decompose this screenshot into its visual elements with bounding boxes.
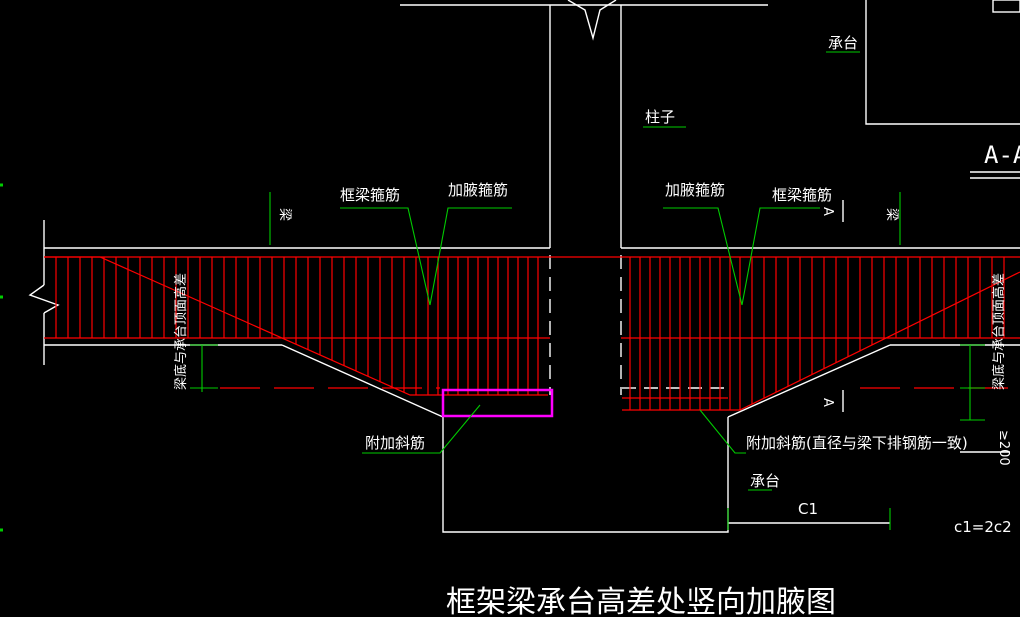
rebar-group	[44, 256, 1020, 411]
leader-fujia-left	[362, 404, 481, 454]
haunch-diagonal-bar-left	[44, 256, 548, 396]
label-gaocha-left: 梁底与承台顶面高差	[173, 273, 189, 390]
label-section-mark-bottom: A	[820, 398, 835, 407]
label-kuangjia-gujin-right: 框梁箍筋	[772, 186, 832, 204]
haunch-diagonal-bar-right	[622, 271, 1020, 411]
section-frame	[865, 0, 1020, 125]
beam-break-symbol	[28, 284, 60, 314]
label-jiaye-gujin-left: 加腋箍筋	[448, 181, 508, 199]
highlight-box[interactable]	[441, 388, 554, 418]
haunch-slope-left	[281, 344, 444, 418]
label-fujia-xiejin-left: 附加斜筋	[365, 434, 425, 452]
label-jiaye-gujin-right: 加腋箍筋	[665, 181, 725, 199]
label-dim-200: ≥200	[996, 430, 1011, 466]
leader-jiaye-right	[663, 207, 743, 306]
label-liang-right: 梁	[884, 208, 899, 221]
label-section-mark-top: A	[820, 207, 835, 216]
label-section-title: A-A	[984, 141, 1020, 169]
structure-outline	[28, 0, 1020, 533]
haunch-slope-right	[727, 344, 891, 418]
leader-lines	[190, 51, 985, 530]
leader-kuangjia-right	[741, 207, 820, 306]
pile-cap-outline	[442, 417, 729, 533]
stirrups-left	[55, 257, 539, 395]
label-liang-left: 梁	[277, 208, 292, 221]
leader-fujia-right	[699, 409, 746, 454]
label-formula: c1=2c2	[954, 518, 1012, 536]
column-break-symbol	[567, 0, 617, 41]
stirrups-right	[629, 257, 1005, 410]
label-gaocha-right: 梁底与承台顶面高差	[991, 273, 1007, 390]
leader-kuangjia-left	[340, 207, 431, 306]
label-chengtai-bottom: 承台	[750, 472, 780, 490]
label-fujia-xiejin-right: 附加斜筋(直径与梁下排钢筋一致)	[746, 434, 968, 452]
label-zhuzi: 柱子	[645, 108, 675, 126]
column-dashed-lines	[549, 255, 728, 395]
detail-corner-box	[992, 0, 1020, 13]
label-kuangjia-gujin-left: 框梁箍筋	[340, 186, 400, 204]
leader-jiaye-left	[429, 207, 512, 306]
drawing-title: 框架梁承台高差处竖向加腋图	[446, 585, 836, 617]
label-dim-c1: C1	[798, 500, 818, 518]
label-chengtai-top: 承台	[828, 34, 858, 52]
